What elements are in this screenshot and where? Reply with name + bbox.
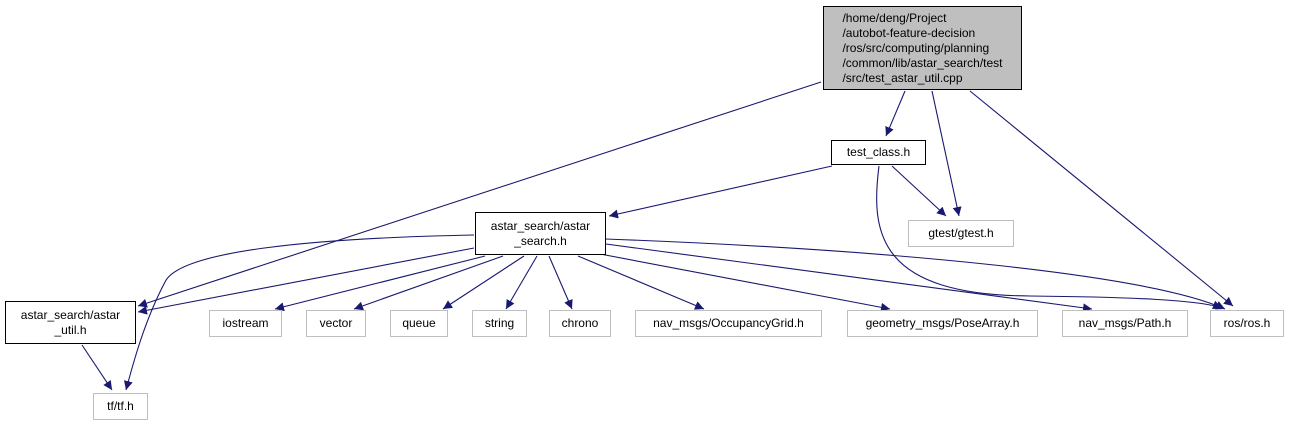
node-label-line: chrono — [561, 316, 599, 330]
node-label-line: gtest/gtest.h — [928, 226, 994, 240]
edge-test_class-to-gtest — [891, 165, 947, 217]
node-label-line: /common/lib/astar_search/test — [842, 55, 1003, 70]
node-gtest[interactable]: gtest/gtest.h — [908, 220, 1014, 247]
edge-astar_search_h-to-chrono — [548, 255, 573, 310]
node-label-line: iostream — [222, 316, 269, 330]
edge-astar_search_h-to-astar_util_h — [137, 247, 475, 315]
node-label-line: nav_msgs/Path.h — [1078, 316, 1172, 330]
node-iostream[interactable]: iostream — [209, 310, 282, 337]
edge-astar_search_h-to-path — [605, 243, 1093, 313]
edge-test_class-to-astar_search_h — [608, 165, 833, 219]
node-label-line: nav_msgs/OccupancyGrid.h — [653, 316, 804, 330]
edge-root-to-astar_util_h — [137, 81, 822, 308]
edge-root-to-test_class — [885, 90, 906, 137]
node-nav-msgs-path[interactable]: nav_msgs/Path.h — [1062, 310, 1188, 337]
node-nav-msgs-occupancygrid[interactable]: nav_msgs/OccupancyGrid.h — [635, 310, 822, 337]
edge-astar_search_h-to-tf — [123, 234, 475, 391]
edge-astar_search_h-to-string — [505, 255, 538, 310]
node-vector[interactable]: vector — [306, 310, 366, 337]
node-label-line: /autobot-feature-decision — [842, 25, 976, 40]
node-queue[interactable]: queue — [390, 310, 448, 337]
node-label-line: test_class.h — [846, 145, 911, 159]
node-astar-search-h[interactable]: astar_search/astar_search.h — [475, 212, 606, 255]
node-label-line: _util.h — [54, 322, 87, 337]
node-label-line: queue — [402, 316, 436, 330]
node-test-class[interactable]: test_class.h — [831, 140, 926, 165]
edge-astar_search_h-to-ros — [605, 238, 1226, 310]
node-label-line: geometry_msgs/PoseArray.h — [865, 316, 1020, 330]
edge-root-to-ros — [969, 90, 1234, 307]
edge-astar_search_h-to-queue — [442, 255, 525, 310]
node-label-line: astar_search/astar — [20, 307, 121, 322]
node-chrono[interactable]: chrono — [549, 310, 611, 337]
node-label-line: /src/test_astar_util.cpp — [842, 70, 963, 85]
node-root[interactable]: /home/deng/Project/autobot-feature-decis… — [823, 6, 1022, 90]
node-string[interactable]: string — [472, 310, 527, 337]
edge-astar_util_h-to-tf — [81, 344, 113, 391]
node-ros-ros-h[interactable]: ros/ros.h — [1210, 310, 1284, 337]
edge-root-to-gtest — [931, 90, 962, 217]
edge-astar_search_h-to-occupancy — [577, 255, 705, 310]
node-label-line: ros/ros.h — [1223, 316, 1271, 330]
edge-astar_search_h-to-posearray — [599, 253, 891, 312]
node-label-line: astar_search/astar — [490, 218, 591, 233]
node-geometry-msgs-posearray[interactable]: geometry_msgs/PoseArray.h — [847, 310, 1038, 337]
node-label-line: /home/deng/Project — [842, 10, 947, 25]
node-label-line: vector — [319, 316, 353, 330]
edge-astar_search_h-to-vector — [353, 255, 504, 311]
node-label-line: /ros/src/computing/planning — [842, 40, 990, 55]
node-label-line: string — [484, 316, 515, 330]
node-label-line: _search.h — [514, 233, 567, 248]
node-label-line: tf/tf.h — [107, 399, 134, 413]
edge-test_class-to-ros — [876, 165, 1223, 310]
edge-astar_search_h-to-iostream — [274, 255, 486, 312]
node-astar-util-h[interactable]: astar_search/astar_util.h — [5, 301, 136, 344]
node-tf-tf-h[interactable]: tf/tf.h — [93, 393, 148, 420]
